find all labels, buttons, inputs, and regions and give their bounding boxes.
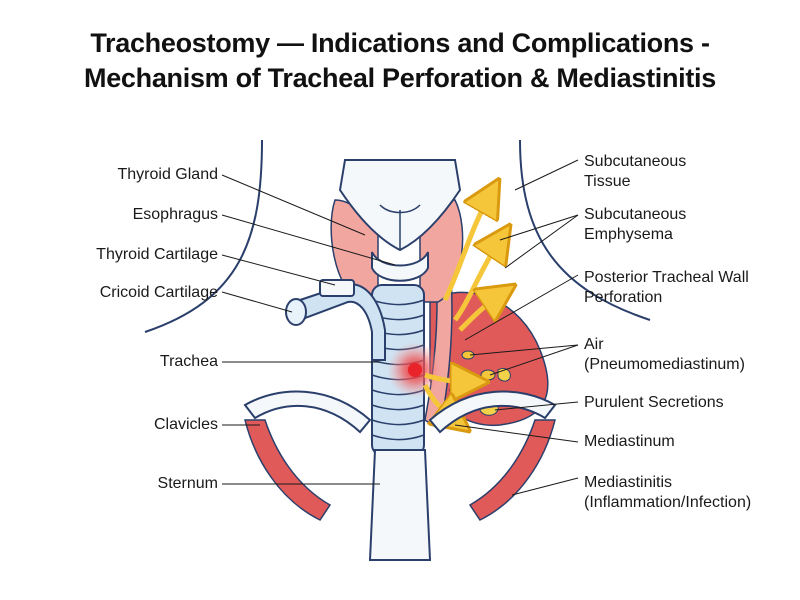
- label-air-line-2: (Pneumomediastinum): [584, 356, 745, 373]
- label-thyroid-cartilage: Thyroid Cartilage: [96, 246, 218, 263]
- label-posterior-wall-perforation-line-2: Perforation: [584, 289, 663, 306]
- clavicles: [243, 390, 557, 434]
- label-posterior-wall-perforation-line-1: Posterior Tracheal Wall: [584, 269, 749, 286]
- label-mediastinitis-line-1: Mediastinitis: [584, 474, 673, 491]
- label-mediastinitis-line-2: (Inflammation/Infection): [584, 494, 752, 511]
- sternum: [368, 449, 432, 561]
- label-air: Air (Pneumomediastinum): [584, 335, 745, 375]
- label-purulent-secretions: Purulent Secretions: [584, 394, 724, 411]
- tracheostomy-tube: [285, 279, 386, 361]
- rib-muscles: [244, 419, 556, 521]
- leader-lines: [221, 159, 579, 496]
- label-cricoid-cartilage: Cricoid Cartilage: [99, 284, 218, 301]
- title-line-1: Tracheostomy — Indications and Complicat…: [90, 28, 710, 58]
- diagram-title: Tracheostomy — Indications and Complicat…: [0, 26, 800, 96]
- label-mediastinitis: Mediastinitis (Inflammation/Infection): [584, 473, 751, 513]
- label-subcutaneous-tissue: Subcutaneous Tissue: [584, 152, 686, 192]
- label-subcutaneous-tissue-line-1: Subcutaneous: [584, 153, 687, 170]
- label-subcutaneous-emphysema-line-1: Subcutaneous: [584, 206, 687, 223]
- label-mediastinum: Mediastinum: [584, 433, 675, 450]
- label-sternum: Sternum: [157, 475, 218, 492]
- label-thyroid-gland: Thyroid Gland: [117, 166, 219, 183]
- label-subcutaneous-tissue-line-2: Tissue: [584, 173, 631, 190]
- cricoid-cartilage: [371, 251, 429, 282]
- label-subcutaneous-emphysema: Subcutaneous Emphysema: [584, 205, 686, 245]
- neck-outline: [144, 139, 651, 333]
- label-esophagus: Esophragus: [132, 206, 218, 223]
- title-line-2: Mechanism of Tracheal Perforation & Medi…: [84, 63, 716, 93]
- label-clavicles: Clavicles: [153, 416, 218, 433]
- label-posterior-wall-perforation: Posterior Tracheal Wall Perforation: [584, 268, 749, 308]
- label-air-line-1: Air: [584, 336, 604, 353]
- label-subcutaneous-emphysema-line-2: Emphysema: [584, 226, 673, 243]
- label-trachea: Trachea: [159, 353, 218, 370]
